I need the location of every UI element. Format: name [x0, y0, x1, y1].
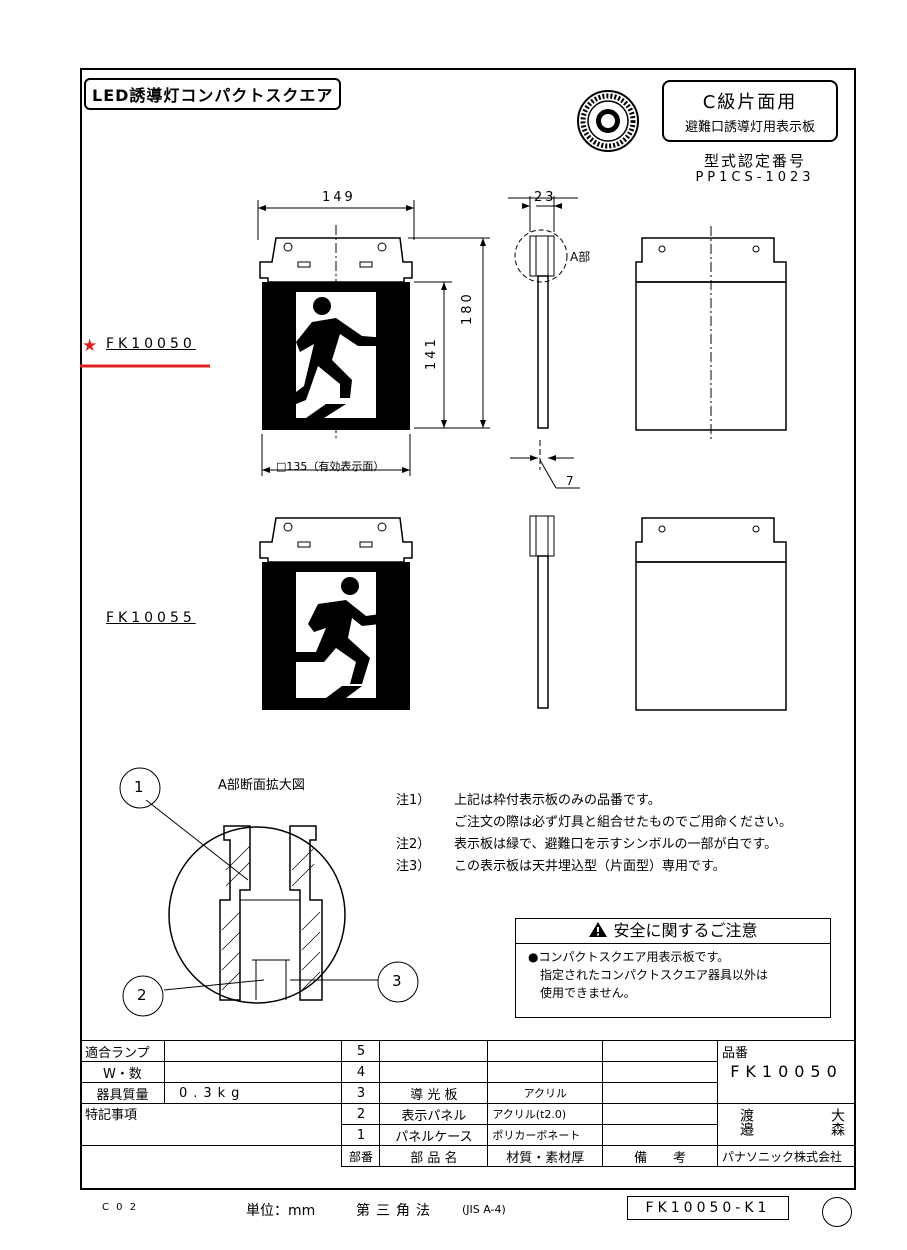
class-box: C級片面用 避難口誘導灯用表示板 [662, 80, 838, 142]
note-key: 注1） [396, 793, 431, 808]
header-note: 備 考 [602, 1145, 718, 1167]
special-notes-label: 特記事項 [79, 1103, 343, 1146]
model-secondary: FK10055 [106, 610, 196, 626]
balloon-3: 3 [392, 972, 402, 990]
exit-sign-panel-1 [262, 282, 410, 430]
star-icon: ★ [82, 336, 98, 356]
drawing-frame [80, 68, 856, 1190]
lamp-label: 適合ランプ [80, 1040, 165, 1062]
dim-depth: 23 [534, 190, 557, 205]
title-block-table: 適合ランプ 5 品番 W・数 4 FK10050 器具質量 0.3kg 3 導 … [79, 1040, 857, 1167]
caution-header: 安全に関するご注意 [516, 919, 830, 944]
note-text: 上記は枠付表示板のみの品番です。 [454, 793, 661, 808]
header-name: 部 品 名 [379, 1145, 489, 1167]
header-no: 部番 [341, 1145, 381, 1167]
approver-right: 大森 [829, 1108, 845, 1136]
part-material: アクリル(t2.0) [487, 1103, 604, 1125]
cert-number: PP1CS-1023 [695, 170, 815, 185]
balloon-1: 1 [134, 778, 144, 796]
dim-offset: 7 [566, 474, 574, 488]
part-number-value: FK10050 [716, 1061, 857, 1104]
exit-sign-panel-2 [262, 562, 410, 710]
footer-projection: 第三角法 [356, 1203, 436, 1219]
footer-unit: 単位：mm [246, 1203, 316, 1219]
part-no: 1 [341, 1124, 381, 1146]
caution-heading: 安全に関するご注意 [613, 921, 758, 940]
revision-circle [822, 1197, 852, 1227]
model-primary: FK10050 [106, 336, 196, 352]
part-name: 表示パネル [379, 1103, 489, 1125]
balloon-2: 2 [137, 986, 147, 1004]
part-material: アクリル [487, 1082, 604, 1104]
footer-standard: (JIS A-4) [462, 1203, 506, 1216]
dim-display-area: □135（有効表示面） [276, 460, 385, 473]
part-name: 導 光 板 [379, 1082, 489, 1104]
drawing-title: LED誘導灯コンパクトスクエア [84, 78, 342, 110]
note-text: ご注文の際は必ず灯具と組合せたものでご用命ください。 [454, 815, 793, 830]
notes: 注1） 上記は枠付表示板のみの品番です。 ご注文の際は必ず灯具と組合せたものでご用… [396, 790, 792, 878]
wattage-label: W・数 [80, 1061, 165, 1083]
caution-line: ●コンパクトスクエア用表示板です。 [528, 950, 730, 964]
caution-box: 安全に関するご注意 ●コンパクトスクエア用表示板です。 指定されたコンパクトスク… [515, 918, 831, 1018]
cert-label: 型式認定番号 [703, 152, 806, 170]
caution-line: 使用できません。 [540, 986, 636, 1000]
part-name: パネルケース [379, 1124, 489, 1146]
part-no: 5 [341, 1040, 381, 1062]
note-text: この表示板は天井埋込型（片面型）専用です。 [454, 859, 726, 874]
section-title: A部断面拡大図 [218, 778, 305, 793]
mass-label: 器具質量 [80, 1082, 165, 1104]
mass-value: 0.3kg [163, 1082, 343, 1104]
footer-code: C 0 2 [102, 1202, 139, 1213]
note-key: 注3） [396, 859, 431, 874]
part-no-label: 品番 [716, 1040, 857, 1062]
dim-width: 149 [322, 190, 356, 205]
approver-left: 渡邉 [737, 1108, 754, 1136]
part-a-label: A部 [570, 250, 591, 264]
class-line-2: 避難口誘導灯用表示板 [684, 120, 815, 135]
header-material: 材質・素材厚 [487, 1145, 604, 1167]
dim-inner-height: 141 [424, 336, 439, 370]
note-text: 表示板は緑で、避難口を示すシンボルの一部が白です。 [454, 837, 778, 852]
dim-height: 180 [460, 291, 475, 325]
part-no: 4 [341, 1061, 381, 1083]
part-material: ポリカーボネート [487, 1124, 604, 1146]
warning-triangle-icon [589, 922, 608, 937]
part-no: 3 [341, 1082, 381, 1104]
company-name: パナソニック株式会社 [716, 1145, 857, 1167]
caution-line: 指定されたコンパクトスクエア器具以外は [540, 968, 769, 982]
drawing-number: FK10050-K1 [627, 1196, 789, 1220]
certification-seal-icon [577, 90, 639, 152]
approver-names: 渡邉 大森 [716, 1103, 857, 1146]
part-no: 2 [341, 1103, 381, 1125]
class-line-1: C級片面用 [702, 92, 798, 113]
note-key: 注2） [396, 837, 431, 852]
